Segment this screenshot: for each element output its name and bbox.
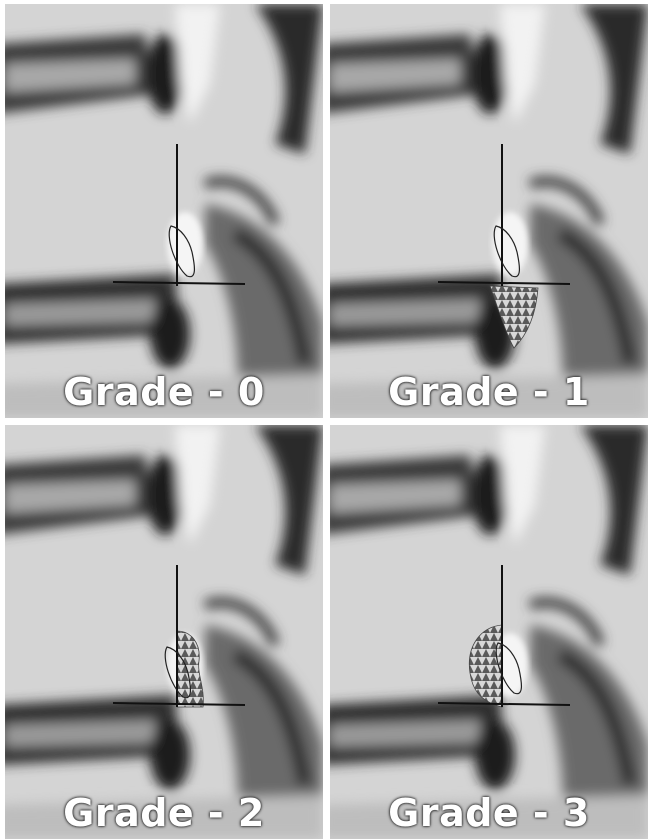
grade-label: Grade - 1 <box>330 370 648 414</box>
mri-slice-grade-1 <box>330 4 648 418</box>
panel-grade-0: Grade - 0 <box>5 4 323 418</box>
panel-grade-1: Grade - 1 <box>330 4 648 418</box>
panel-grade-2: Grade - 2 <box>5 425 323 839</box>
mri-slice-grade-3 <box>330 425 648 839</box>
grade-label: Grade - 3 <box>330 791 648 835</box>
panel-grade-3: Grade - 3 <box>330 425 648 839</box>
grade-label: Grade - 0 <box>5 370 323 414</box>
mri-slice-grade-2 <box>5 425 323 839</box>
grade-label: Grade - 2 <box>5 791 323 835</box>
mri-slice-grade-0 <box>5 4 323 418</box>
